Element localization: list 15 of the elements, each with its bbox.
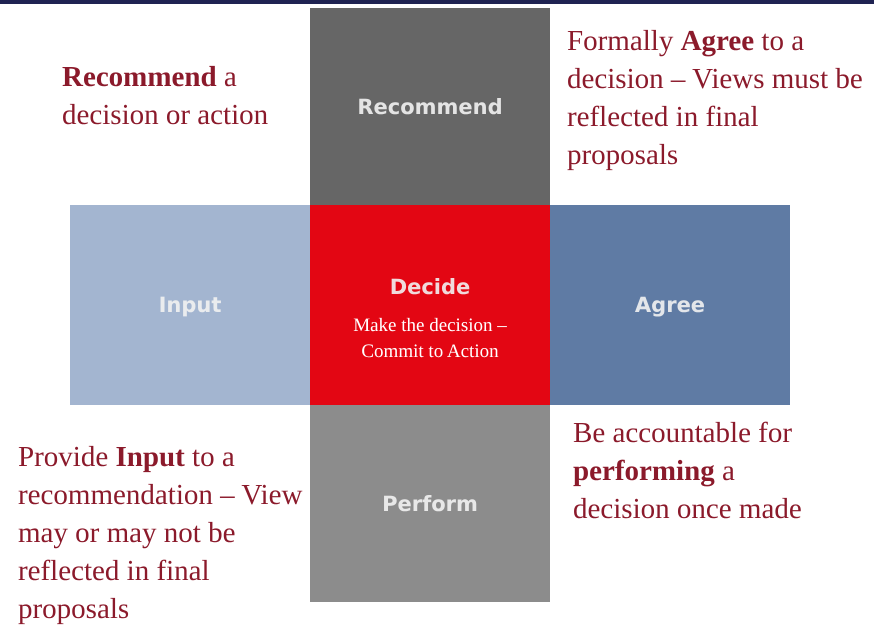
role-label: Input — [158, 293, 222, 317]
role-description: Provide Input to a recommendation – View may or may not be reflected in final proposals — [18, 440, 303, 626]
description-text: Make the decision – Commit to Action — [352, 314, 508, 364]
role-label: Decide — [390, 275, 470, 299]
role-description: Be accountable for performing a decision once made — [573, 416, 803, 527]
role-box — [550, 205, 790, 405]
role-box — [70, 205, 310, 405]
role-description: Recommend a decision or action — [62, 60, 270, 133]
role-box — [310, 205, 550, 405]
role-label: Recommend — [357, 94, 503, 118]
role-label: Agree — [634, 293, 706, 317]
role-box — [310, 8, 550, 205]
role-box — [310, 405, 550, 602]
role-label: Perform — [382, 492, 478, 516]
role-description: Formally Agree to a decision – Views must be reflected in final proposals — [567, 24, 864, 173]
